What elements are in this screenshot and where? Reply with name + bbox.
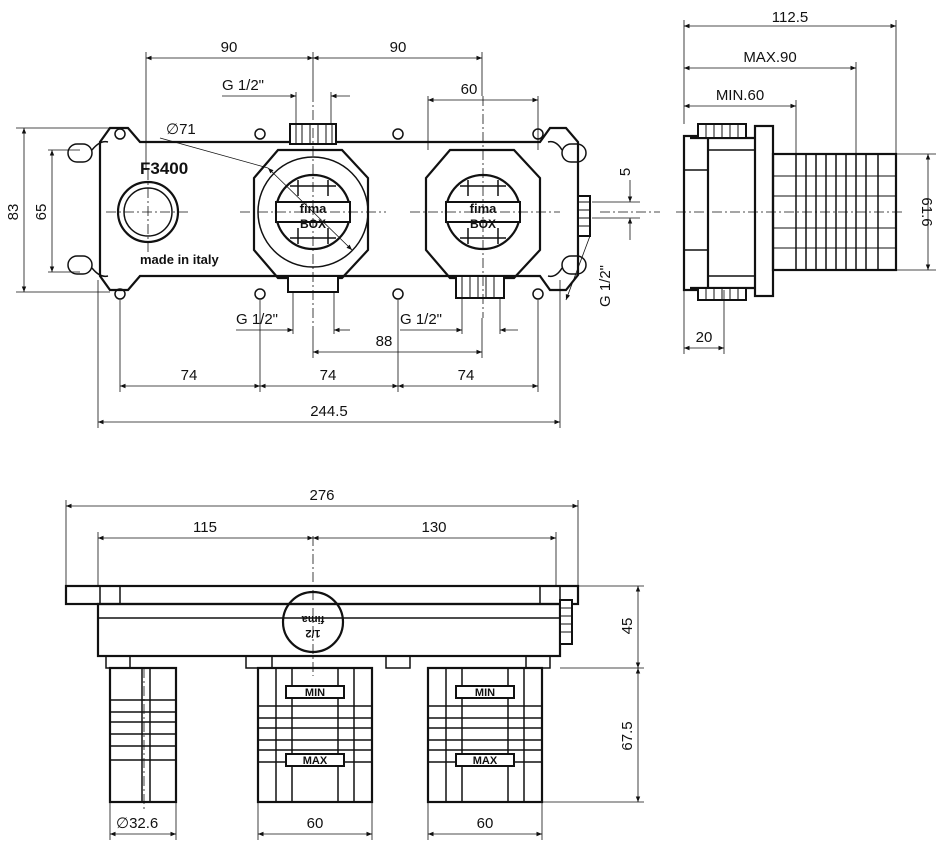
dimension-label: 90 [390,39,407,56]
dimension-label: 83 [5,204,22,221]
model-label: F3400 [140,159,188,178]
dimension-label: MAX.90 [743,49,796,66]
thread-stub-side [577,195,591,237]
thread-label: G 1/2" [400,311,442,328]
side-body [682,134,710,292]
mount-slot [561,255,587,275]
cover-a [256,666,374,804]
valve-body-right [424,148,542,280]
side-plate [753,124,775,298]
dimension-label: MIN.60 [716,87,764,104]
dimension-label: 88 [376,333,393,350]
dimension-label: 74 [181,367,198,384]
dimension-label: 115 [193,519,217,536]
dimension-label: 61.6 [918,197,935,226]
max-label: MAX [473,755,498,767]
dimension-label: 130 [421,519,446,536]
thread-stub-bottom-right [455,275,505,299]
front-view: fima BOX fima BOX F3400 made in italy 90… [5,39,660,428]
valve-body-left [252,148,370,280]
dimension-label: 60 [307,815,324,832]
origin-label: made in italy [140,252,220,267]
dimension-label: 244.5 [310,403,348,420]
dimension-label: 67.5 [619,721,636,750]
top-view: fima 1/2 MIN MAX MIN MAX 276 [64,487,644,840]
thread-label: G 1/2" [236,311,278,328]
mount-slot [67,255,93,275]
dimension-label: 5 [617,168,634,176]
dimension-label: 276 [309,487,334,504]
max-label: MAX [303,755,328,767]
dimension-label: 74 [320,367,337,384]
thread-label: G 1/2" [597,265,614,307]
top-plate [64,584,580,606]
dimension-label: 45 [619,618,636,635]
dimension-label: 112.5 [772,9,808,26]
dimension-label: 90 [221,39,238,56]
left-stub [108,666,178,804]
cover-b [426,666,544,804]
dimension-label: 65 [33,204,50,221]
dimension-label: 74 [458,367,475,384]
dimension-label: 60 [461,81,478,98]
min-label: MIN [475,687,495,699]
side-view: 112.5 MAX.90 MIN.60 61.6 20 [676,9,936,354]
dimension-label: 60 [477,815,494,832]
diameter-label: ∅71 [166,121,196,138]
diameter-label: ∅32.6 [116,815,158,832]
mount-slot [67,143,93,163]
dimension-label: 20 [696,329,713,346]
plug-label: fima [301,613,325,625]
thread-label: G 1/2" [222,77,264,94]
mount-slot [561,143,587,163]
min-label: MIN [305,687,325,699]
